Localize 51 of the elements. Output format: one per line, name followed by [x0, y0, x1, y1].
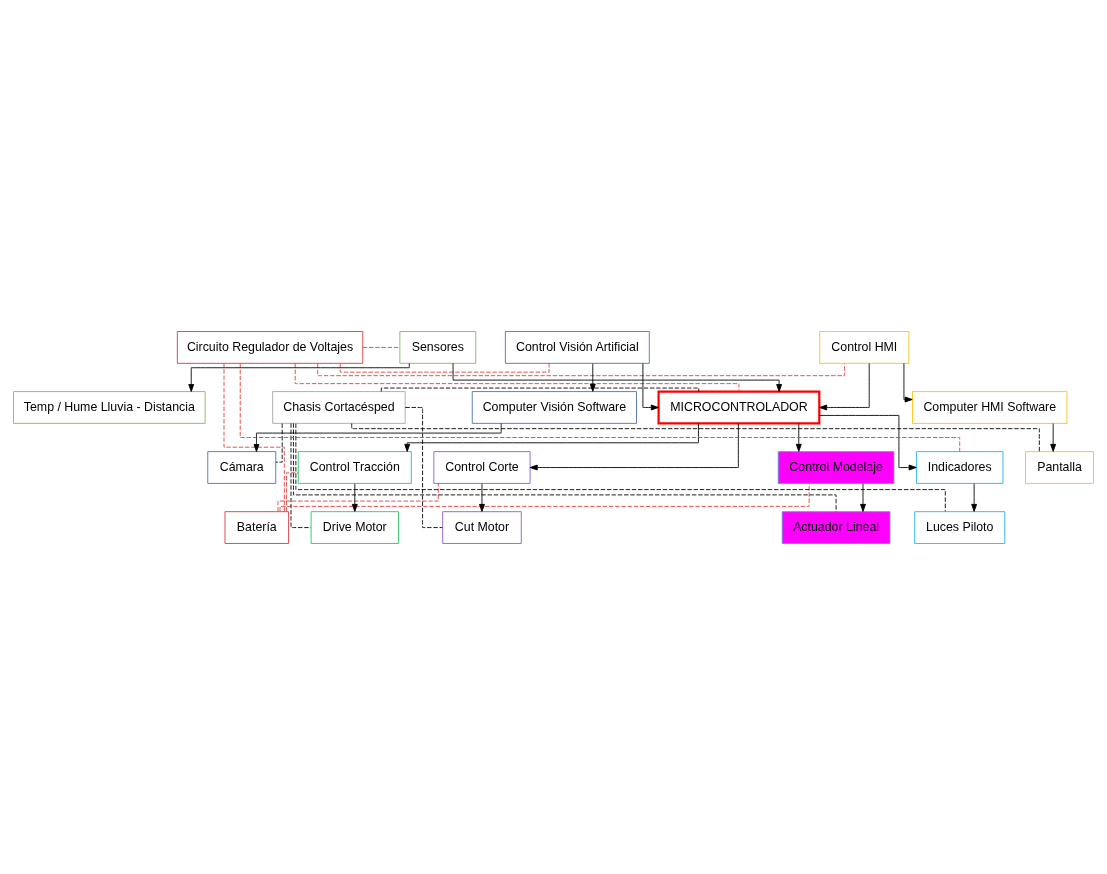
- node-box: Control Corte: [433, 450, 531, 484]
- node-box: Control Visión Artificial: [504, 330, 650, 364]
- connector: [351, 422, 1040, 452]
- connector: [279, 482, 810, 512]
- connector: [223, 362, 285, 512]
- connector: [290, 422, 312, 528]
- node-box: Drive Motor: [310, 510, 399, 544]
- connector: [317, 362, 845, 376]
- arrow: [1050, 422, 1057, 452]
- arrow: [589, 362, 596, 392]
- node-box: Temp / Hume Lluvia - Distancia: [13, 390, 206, 424]
- arrow: [452, 362, 783, 392]
- arrow: [819, 362, 870, 410]
- node-box: Control Modelaje: [777, 450, 895, 484]
- arrow: [479, 482, 485, 512]
- connector: [294, 362, 740, 392]
- node-box: Sensores: [399, 330, 477, 364]
- arrow: [253, 422, 502, 452]
- node-box: Computer Visión Software: [471, 390, 637, 424]
- node-box: Control Tracción: [297, 450, 412, 484]
- node-box: Circuito Regulador de Voltajes: [176, 330, 364, 364]
- arrow: [971, 482, 978, 512]
- arrow: [529, 422, 739, 470]
- connector: [339, 362, 550, 373]
- arrow: [404, 422, 699, 452]
- arrow: [642, 362, 659, 410]
- node-box: Cámara: [207, 450, 277, 484]
- node-box: Actuador Lineal: [781, 510, 891, 544]
- node-box: MICROCONTROLADOR: [657, 389, 821, 424]
- connector: [404, 406, 443, 528]
- connector: [277, 482, 439, 512]
- node-box: Batería: [224, 510, 289, 544]
- connector: [380, 387, 700, 392]
- connector: [239, 362, 961, 452]
- node-box: Indicadores: [916, 450, 1004, 484]
- connector: [293, 422, 837, 512]
- connector: [275, 422, 283, 463]
- node-box: Cut Motor: [442, 510, 522, 544]
- node-box: Computer HMI Software: [912, 390, 1068, 424]
- arrow: [351, 482, 358, 512]
- connector: [286, 471, 299, 512]
- node-box: Pantalla: [1025, 450, 1094, 484]
- arrow: [903, 362, 913, 402]
- arrow: [818, 414, 917, 470]
- connector: [362, 346, 401, 348]
- node-box: Luces Piloto: [914, 510, 1006, 544]
- node-box: Chasis Cortacésped: [272, 390, 406, 424]
- node-box: Control HMI: [819, 330, 910, 364]
- arrow: [860, 482, 866, 512]
- arrow: [795, 422, 802, 452]
- arrow: [188, 362, 410, 392]
